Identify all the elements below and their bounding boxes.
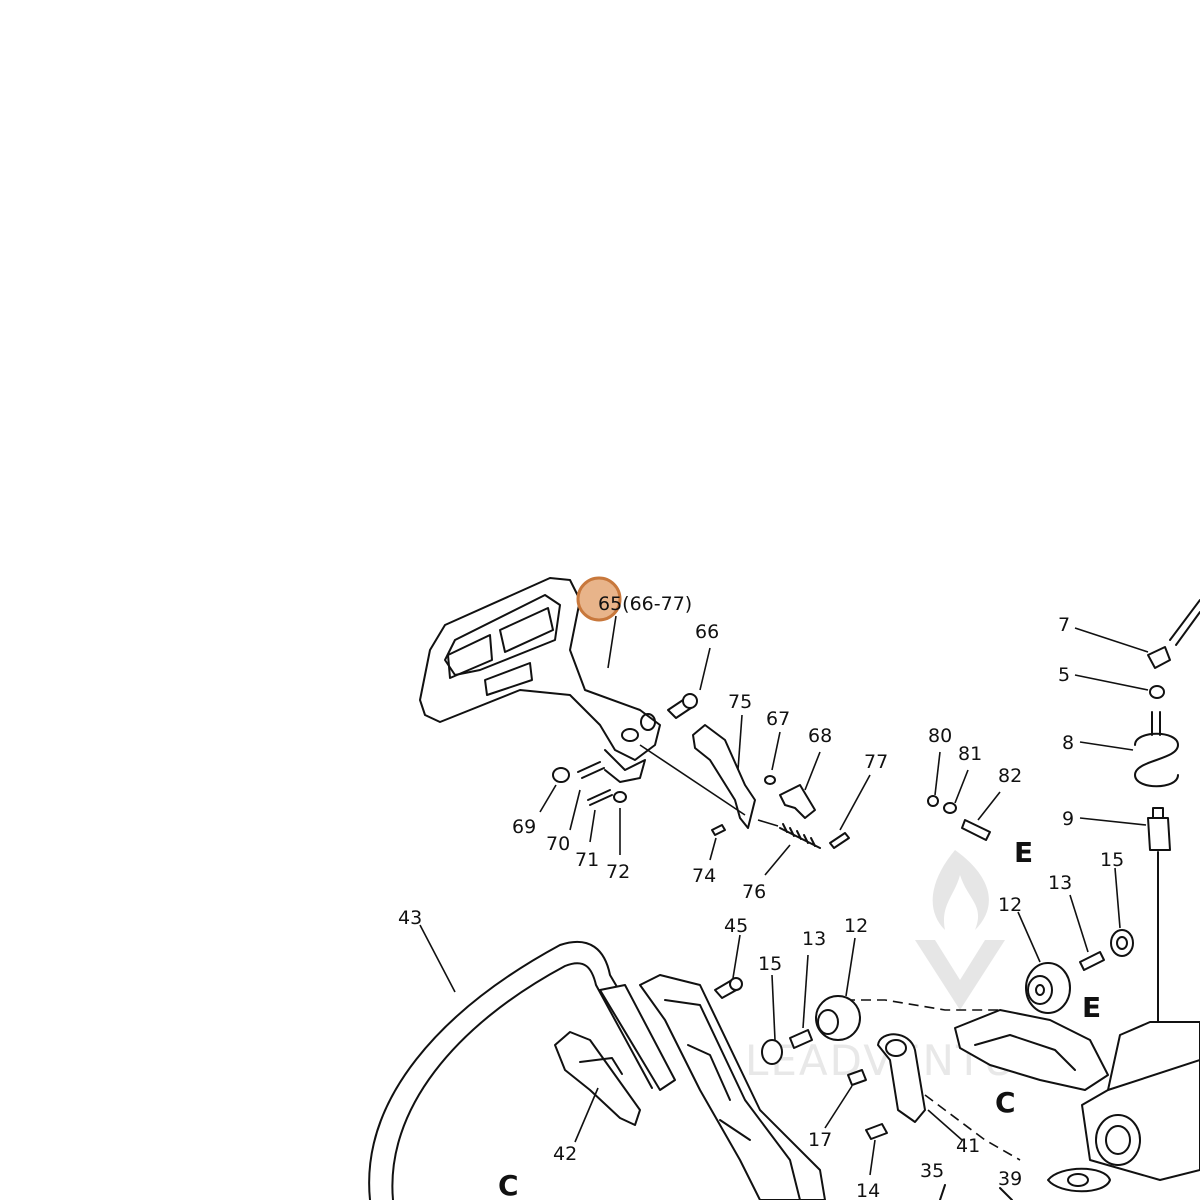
label-9[interactable]: 9 (1062, 808, 1074, 830)
label-12-upper[interactable]: 12 (998, 894, 1022, 916)
label-41[interactable]: 41 (956, 1135, 980, 1157)
parts-right-column (1074, 599, 1200, 1081)
part-41-arm (877, 1033, 963, 1141)
label-77[interactable]: 77 (864, 751, 888, 773)
section-letters: E E C C (498, 836, 1101, 1200)
section-c-mid: C (995, 1086, 1016, 1119)
parts-80-82 (927, 795, 991, 841)
label-80[interactable]: 80 (928, 725, 952, 747)
label-15-upper[interactable]: 15 (1100, 849, 1124, 871)
label-71[interactable]: 71 (575, 849, 599, 871)
section-e-lower: E (1082, 991, 1101, 1024)
engine-block-right (1081, 1021, 1200, 1181)
callout-labels: 66 75 67 68 77 69 70 71 72 74 76 80 81 8… (398, 614, 1124, 1200)
label-43[interactable]: 43 (398, 907, 422, 929)
label-35[interactable]: 35 (920, 1160, 944, 1182)
assembly-label[interactable]: 65(66-77) (598, 593, 692, 615)
part-65-hand-guard (419, 577, 661, 783)
label-13-upper[interactable]: 13 (1048, 872, 1072, 894)
part-17 (824, 1069, 867, 1129)
label-8[interactable]: 8 (1062, 732, 1074, 754)
part-14 (865, 1123, 888, 1176)
chassis-plate (845, 999, 1109, 1161)
part-45 (714, 934, 743, 999)
label-68[interactable]: 68 (808, 725, 832, 747)
label-13-lower[interactable]: 13 (802, 928, 826, 950)
label-12-lower[interactable]: 12 (844, 915, 868, 937)
parts-13-15-12-upper (1017, 867, 1134, 1014)
label-81[interactable]: 81 (958, 743, 982, 765)
label-69[interactable]: 69 (512, 816, 536, 838)
label-72[interactable]: 72 (606, 861, 630, 883)
label-15-lower[interactable]: 15 (758, 953, 782, 975)
label-75[interactable]: 75 (728, 691, 752, 713)
parts-66-77 (552, 647, 850, 849)
label-5[interactable]: 5 (1058, 664, 1070, 686)
section-c-bottom-left: C (498, 1169, 519, 1200)
label-67[interactable]: 67 (766, 708, 790, 730)
section-e-upper: E (1014, 836, 1033, 869)
part-42 (554, 1031, 641, 1143)
label-14[interactable]: 14 (856, 1180, 880, 1200)
parts-15-13-12-lower (761, 937, 861, 1065)
label-76[interactable]: 76 (742, 881, 766, 903)
label-74[interactable]: 74 (692, 865, 716, 887)
label-42[interactable]: 42 (553, 1143, 577, 1165)
label-7[interactable]: 7 (1058, 614, 1070, 636)
label-70[interactable]: 70 (546, 833, 570, 855)
label-66[interactable]: 66 (695, 621, 719, 643)
label-17[interactable]: 17 (808, 1129, 832, 1151)
parts-35-39 (939, 1167, 1111, 1200)
label-82[interactable]: 82 (998, 765, 1022, 787)
highlight-marker[interactable] (576, 576, 622, 622)
guide-bar (639, 974, 826, 1200)
part-43-bow (368, 924, 676, 1200)
leader-lines (539, 714, 1001, 876)
label-39[interactable]: 39 (998, 1168, 1022, 1190)
label-45[interactable]: 45 (724, 915, 748, 937)
